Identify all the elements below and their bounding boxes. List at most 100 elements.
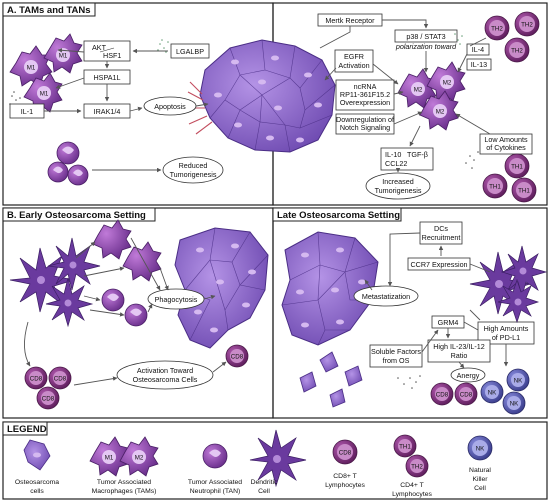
legend-nk-cell: NK (476, 446, 485, 453)
m2-label: M2 (414, 87, 423, 94)
legend-m1: M1 (105, 455, 114, 462)
legend-cd8: CD8 CD8+ T Lymphocytes (325, 439, 365, 489)
dendritic-cell-group-b (9, 237, 101, 328)
notch-label-2: Notch Signaling (340, 123, 390, 132)
il-dots (454, 33, 463, 45)
legend-tams: M1 M2 Tumor Associated Macrophages (TAMs… (89, 436, 159, 495)
macrophage-group-b (92, 219, 162, 282)
tumor-mass-late (281, 231, 379, 408)
legend-tams-1: Tumor Associated (97, 479, 151, 486)
dcs-label-1: DCs (434, 224, 448, 233)
panel-late-title: Late Osteosarcoma Setting (277, 210, 400, 221)
egfr-label-1: EGFR (344, 52, 364, 61)
phagocytosis-label: Phagocytosis (155, 295, 198, 304)
il4-box (466, 43, 490, 56)
ncrna-box (335, 79, 395, 111)
legend-tan-1: Tumor Associated (188, 479, 242, 486)
nk-label: NK (488, 390, 497, 397)
grm4-label: GRM4 (438, 318, 459, 327)
increased-label-2: Tumorigenesis (375, 186, 422, 195)
cd8-nk-group-late: CD8 CD8 NK NK NK (430, 368, 530, 415)
ncrna-label-2: RP11-361F15.2 (340, 90, 390, 99)
m1-label: M1 (27, 65, 36, 72)
legend-osteosarcoma: Osteosarcoma cells (15, 439, 59, 495)
lgalbp-box (170, 43, 210, 59)
legend-tan-2: Neutrophil (TAN) (190, 488, 241, 495)
th1-label: TH1 (489, 184, 501, 191)
tumor-mass-a (186, 39, 336, 153)
dendritic-cell-group-late (469, 245, 548, 324)
legend-nk-3: Cell (474, 485, 486, 492)
cd8-label: CD8 (30, 376, 43, 383)
il13-box (466, 58, 492, 71)
il10-label: IL-10 (385, 150, 401, 159)
low-cytokine-dots (465, 151, 479, 169)
th2-label: TH2 (521, 22, 533, 29)
reduced-label-1: Reduced (179, 161, 208, 170)
reduced-tumorigenesis-oval (162, 156, 224, 184)
ccr7-label: CCR7 Expression (410, 260, 467, 269)
legend-osteosarcoma-2: cells (30, 488, 44, 495)
activation-oval (116, 360, 214, 390)
panel-late-frame (272, 207, 548, 419)
il13-label: IL-13 (471, 60, 487, 69)
legend-m2: M2 (135, 455, 144, 462)
legend-th2: TH2 (411, 464, 423, 471)
legend-tan: Tumor Associated Neutrophil (TAN) (188, 443, 242, 495)
soluble-label-1: Soluble Factors (371, 347, 421, 356)
activation-label-2: Osteosarcoma Cells (133, 375, 198, 384)
cd8-cell-group-b: CD8 CD8 CD8 CD8 (24, 344, 249, 410)
activation-label-1: Activation Toward (137, 366, 193, 375)
metast-label: Metastatization (362, 292, 410, 301)
increased-label-1: Increased (382, 177, 414, 186)
low-label-1: Low Amounts (484, 135, 528, 144)
cd8-label: CD8 (54, 376, 67, 383)
low-cytokines-box (479, 133, 533, 155)
legend-nk-2: Killer (472, 476, 488, 483)
reduced-label-2: Tumorigenesis (170, 170, 217, 179)
legend-title: LEGEND (7, 424, 47, 435)
th2-label: TH2 (491, 26, 503, 33)
legend-cd8-2: Lymphocytes (325, 482, 365, 489)
anergy-label: Anergy (457, 371, 480, 380)
panel-a-title: A. TAMs and TANs (7, 5, 91, 16)
panel-b-title: B. Early Osteosarcoma Setting (7, 210, 146, 221)
ncrna-label-3: Overexpression (340, 98, 390, 107)
polarization-label: polarization toward (395, 42, 457, 51)
legend-cd4: TH1 TH2 CD4+ T Lymphocytes (392, 434, 432, 498)
panel-late-title-tab (272, 207, 402, 222)
th2-label: TH2 (511, 48, 523, 55)
irak-label: IRAK1/4 (94, 107, 121, 116)
m2-label: M2 (443, 80, 452, 87)
legend-cd8-cell: CD8 (339, 450, 352, 457)
p38-label: p38 / STAT3 (406, 32, 445, 41)
hspa1l-label: HSPA1L (93, 73, 120, 82)
th2-cell-group: TH2 TH2 TH2 (484, 11, 540, 63)
cd8-label: CD8 (231, 354, 244, 361)
tumor-mass-b (174, 227, 269, 349)
legend-frame (2, 421, 548, 500)
cd8-label: CD8 (460, 392, 473, 399)
egfr-box (334, 49, 374, 73)
cd8-label: CD8 (42, 396, 55, 403)
legend-dc-2: Cell (258, 488, 270, 495)
hsf1-label: HSF1 (103, 51, 121, 60)
legend-th1: TH1 (399, 444, 411, 451)
neutrophil-group-b (101, 288, 148, 327)
lgalbp-label: LGALBP (176, 47, 204, 56)
m2-label: M2 (436, 109, 445, 116)
th1-label: TH1 (511, 164, 523, 171)
legend-osteosarcoma-1: Osteosarcoma (15, 479, 59, 486)
legend-cd4-1: CD4+ T (400, 482, 423, 489)
soluble-factors-box (369, 344, 423, 368)
soluble-dots (397, 375, 421, 389)
legend-cd8-1: CD8+ T (333, 473, 356, 480)
il10-tgfb-box (380, 147, 434, 171)
nk-label: NK (510, 401, 519, 408)
legend-cd4-2: Lymphocytes (392, 491, 432, 498)
th1-label: TH1 (518, 188, 530, 195)
metastatization-oval (353, 285, 419, 307)
notch-label-1: Downregulation of (336, 115, 394, 124)
legend-dc: Dendritic Cell (249, 429, 307, 495)
increased-tumorigenesis-oval (365, 172, 431, 200)
